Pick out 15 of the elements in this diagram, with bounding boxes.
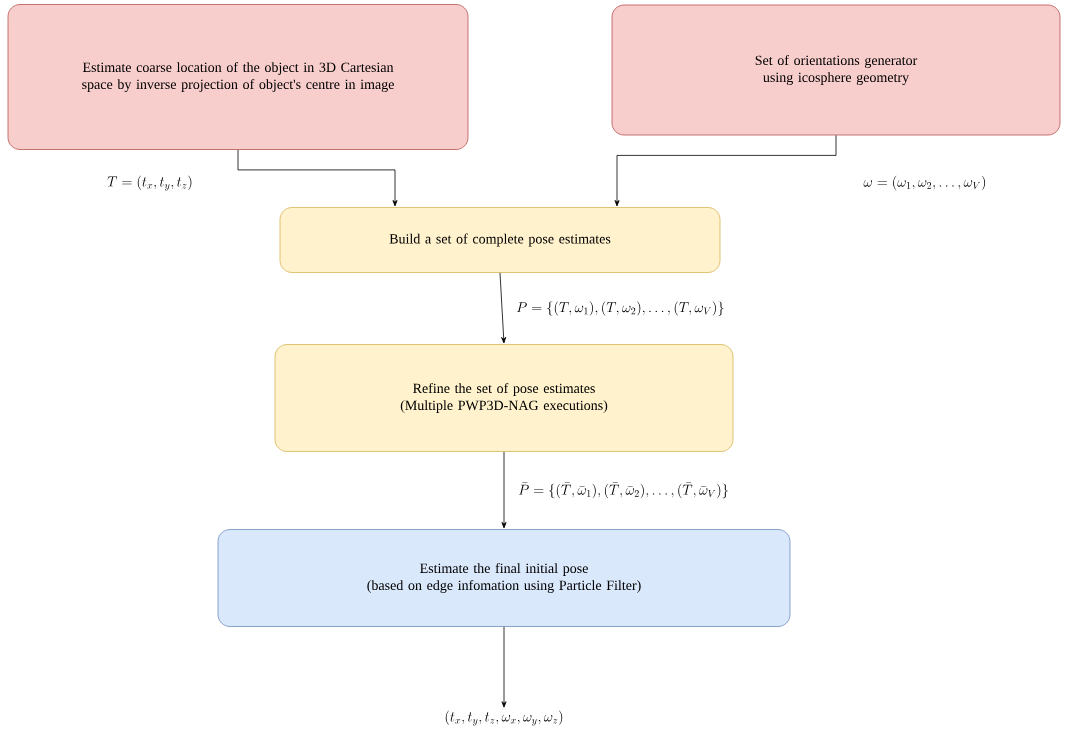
- arrow: [614, 135, 837, 207]
- process-box: Estimate coarse location of the object in 3D Cartesian space by inverse projection of object's centre in image: [7, 4, 469, 150]
- process-box: Build a set of complete pose estimates: [279, 207, 721, 273]
- process-box: Set of orientations generator using icosphere geometry: [611, 4, 1061, 136]
- arrow: [501, 626, 507, 708]
- arrow: [501, 451, 507, 529]
- edge-label: $\bar{P} = \{(\bar{T}, \bar{\omega}_1), (\bar{T}, \bar{\omega}_2), \ldots, (\bar{T}, \bar{\omega}_V)\}$: [516, 480, 731, 501]
- process-box: Refine the set of pose estimates (Multiple PWP3D-NAG executions): [274, 344, 734, 452]
- arrow: [237, 149, 398, 207]
- formula-label: $T = (t_x, t_y, t_z)$: [107, 175, 192, 191]
- formula-label: $\omega = (\omega_1, \omega_2, \ldots, \omega_V)$: [863, 175, 986, 191]
- arrow: [499, 272, 507, 344]
- output-formula: $(t_x, t_y, t_z, \omega_x, \omega_y, \omega_z)$: [445, 710, 563, 726]
- process-box: Estimate the final initial pose (based on edge infomation using Particle Filter): [217, 529, 791, 627]
- edge-label: $P = \{(T, \omega_1), (T, \omega_2), \ldots, (T, \omega_V)\}$: [514, 299, 727, 318]
